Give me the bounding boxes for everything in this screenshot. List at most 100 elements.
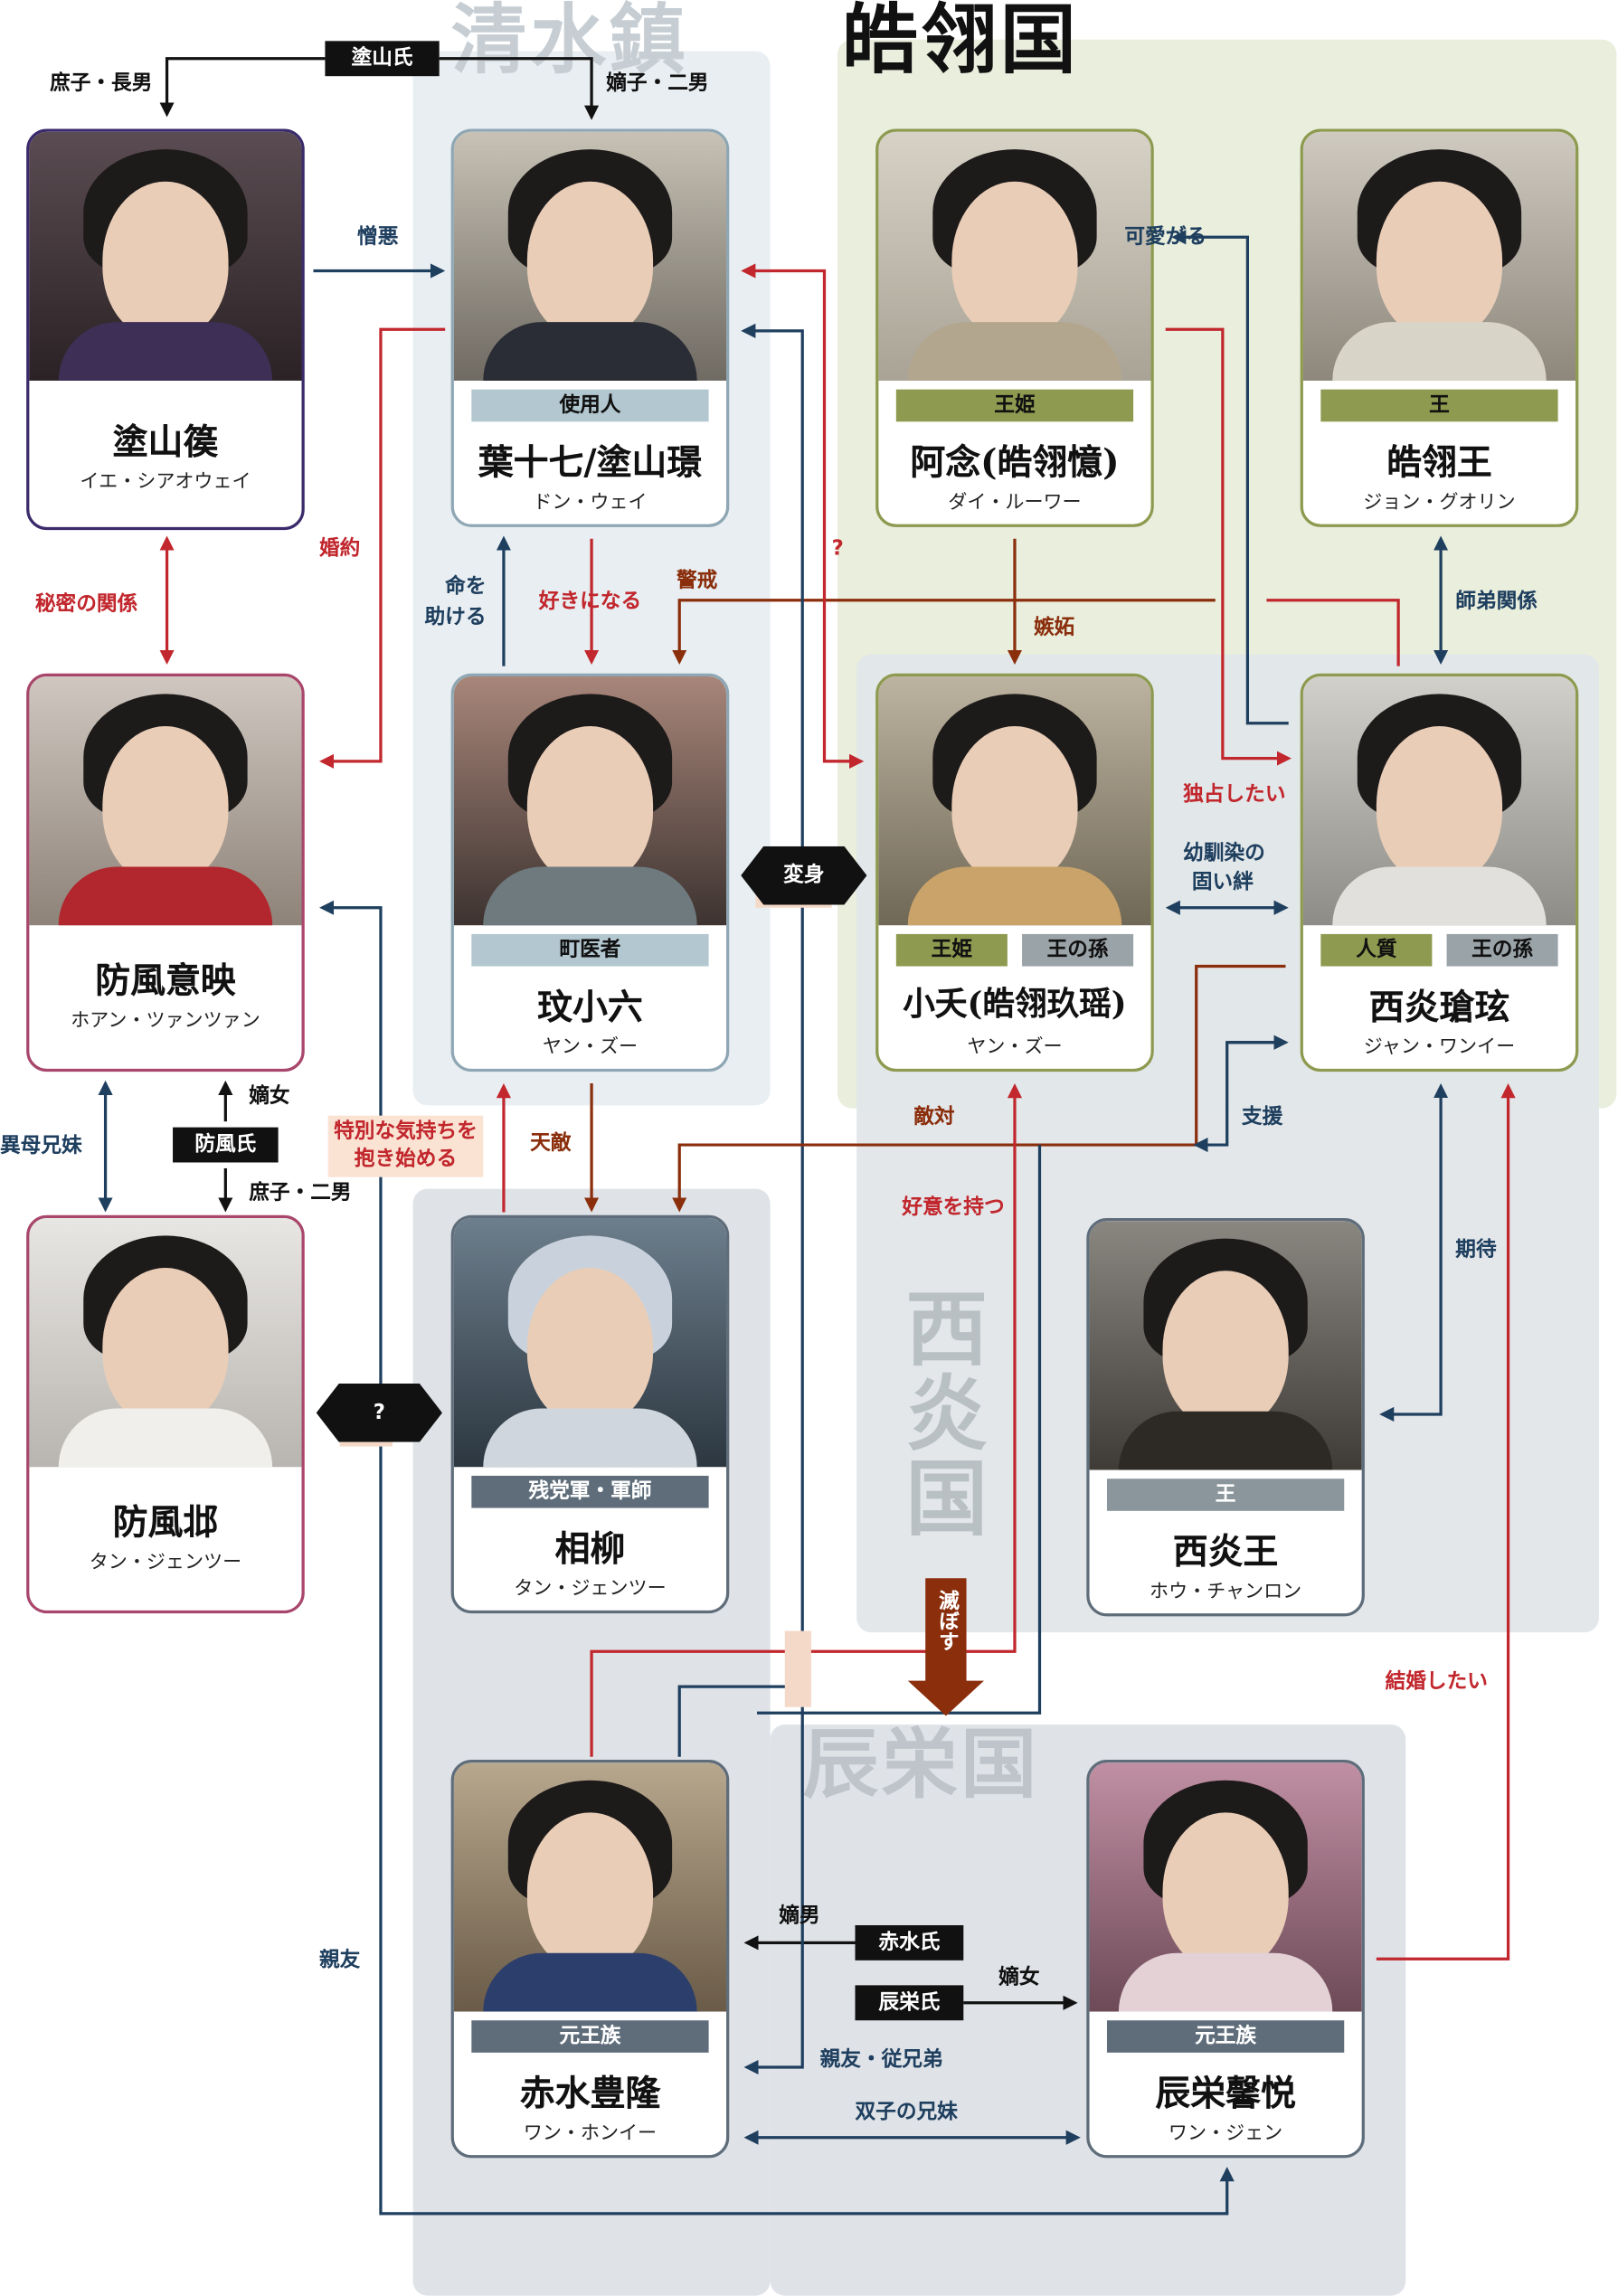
portrait <box>29 131 302 381</box>
person-name: 辰栄馨悦 <box>1155 2071 1296 2114</box>
clan-tozan: 塗山氏 <box>325 41 440 77</box>
label-ibo: 異母兄妹 <box>0 1134 82 1158</box>
person-reading: ジャン・ワンイー <box>1363 1036 1516 1059</box>
person-reading: ヤン・ズー <box>967 1036 1063 1059</box>
portrait <box>1302 676 1576 926</box>
person-name: 相柳 <box>554 1526 626 1570</box>
person-reading: ワン・ジェン <box>1168 2122 1283 2145</box>
role-tag: 王の孫 <box>1446 933 1558 967</box>
card-koushououou: 王 皓翎王 ジョン・グオリン <box>1300 128 1579 527</box>
clan-sekisui: 赤水氏 <box>855 1924 964 1961</box>
label-shinyu: 親友 <box>318 1948 361 1972</box>
portrait <box>1089 1221 1362 1470</box>
label-kitai: 期待 <box>1455 1238 1497 1262</box>
role-tag: 王姫 <box>895 933 1008 967</box>
card-bofuhai: 防風邶 タン・ジェンツー <box>26 1214 305 1614</box>
person-reading: ホアン・ツァンツァン <box>71 1010 260 1033</box>
label-tokubetsu-2: 抱き始める <box>354 1148 458 1172</box>
card-saienshogen: 人質 王の孫 西炎瑲玹 ジャン・ワンイー <box>1300 673 1579 1072</box>
person-reading: タン・ジェンツー <box>89 1552 242 1574</box>
label-koui: 好意を持つ <box>902 1195 1005 1220</box>
transform-badge: 変身 <box>741 846 867 905</box>
person-reading: ワン・ホンイー <box>523 2122 658 2145</box>
role-tag: 元王族 <box>471 2020 709 2053</box>
person-name: 西炎瑲玹 <box>1368 985 1510 1028</box>
role-tag: 王姫 <box>895 389 1134 422</box>
person-name: 阿念(皓翎憶) <box>910 440 1120 484</box>
clan-shinei: 辰栄氏 <box>855 1985 964 2021</box>
label-shoshi-jinan: 庶子・二男 <box>249 1181 352 1205</box>
person-name: 西炎王 <box>1172 1529 1279 1573</box>
destroy-label: 滅ぼす <box>935 1590 960 1652</box>
card-bofuieiei: 防風意映 ホアン・ツァンツァン <box>26 673 305 1072</box>
label-shitei: 師弟関係 <box>1455 590 1538 614</box>
person-name: 防風邶 <box>112 1500 219 1544</box>
card-yo: 使用人 葉十七/塗山璟 ドン・ウェイ <box>450 128 730 527</box>
person-reading: タン・ジェンツー <box>514 1578 667 1601</box>
portrait <box>453 676 727 926</box>
portrait <box>1302 131 1576 381</box>
label-konyaku: 婚約 <box>318 537 361 562</box>
label-shitto: 嫉妬 <box>1034 616 1075 640</box>
label-tekitai: 敵対 <box>913 1105 955 1129</box>
label-zouo: 憎悪 <box>357 225 399 250</box>
label-question: ? <box>831 537 844 562</box>
label-kawaigaru: 可愛がる <box>1124 225 1207 250</box>
label-shoshi-chounan: 庶子・長男 <box>50 71 153 96</box>
role-tag: 残党軍・軍師 <box>471 1475 709 1508</box>
label-chakujo: 嫡女 <box>249 1084 290 1109</box>
clan-bofu: 防風氏 <box>173 1127 279 1163</box>
card-saienou: 王 西炎王 ホウ・チャンロン <box>1086 1218 1365 1617</box>
person-reading: ジョン・グオリン <box>1363 491 1516 515</box>
role-tag: 元王族 <box>1106 2020 1345 2053</box>
person-reading: ドン・ウェイ <box>533 491 648 515</box>
label-chakushi-jinan: 嫡子・二男 <box>606 71 709 96</box>
label-tokubetsu: 特別な気持ちを 抱き始める <box>327 1115 484 1177</box>
role-tag: 王 <box>1106 1479 1345 1511</box>
label-osananajimi-2: 固い絆 <box>1191 871 1254 895</box>
card-sekisuihouryu: 元王族 赤水豊隆 ワン・ホンイー <box>450 1760 730 2159</box>
card-shineikinetsu: 元王族 辰栄馨悦 ワン・ジェン <box>1086 1760 1365 2159</box>
region-title-koshou: 皓翎国 <box>841 0 1080 85</box>
line-crossing-mark <box>784 1630 811 1707</box>
region-title-shin: 辰栄国 <box>802 1720 1040 1810</box>
card-bunshoroku: 町医者 玟小六 ヤン・ズー <box>450 673 730 1072</box>
role-tag: 使用人 <box>471 389 709 422</box>
portrait <box>453 131 727 381</box>
label-shien: 支援 <box>1241 1105 1283 1129</box>
label-dokusen: 独占したい <box>1183 783 1286 808</box>
label-futago: 双子の兄妹 <box>855 2101 958 2125</box>
label-keikai: 警戒 <box>676 569 718 593</box>
label-inochi-1: 命を <box>445 575 487 600</box>
portrait <box>878 676 1151 926</box>
card-tozanko: 塗山篌 イエ・シアオウェイ <box>26 128 305 531</box>
person-name: 赤水豊隆 <box>519 2071 661 2114</box>
person-reading: ホウ・チャンロン <box>1150 1581 1302 1603</box>
role-tag: 王 <box>1320 389 1558 422</box>
portrait <box>878 131 1151 381</box>
label-tokubetsu-1: 特別な気持ちを <box>334 1120 478 1144</box>
portrait <box>453 1218 727 1468</box>
person-name: 皓翎王 <box>1386 440 1492 484</box>
label-inochi-2: 助ける <box>424 606 487 630</box>
person-reading: ダイ・ルーワー <box>948 491 1082 515</box>
unknown-link-badge: ? <box>316 1383 442 1442</box>
role-tag: 町医者 <box>471 933 709 967</box>
region-title-saien: 西炎国 <box>891 1285 989 1541</box>
label-himitsu: 秘密の関係 <box>34 592 138 617</box>
person-reading: ヤン・ズー <box>542 1036 639 1059</box>
label-chakunan: 嫡男 <box>779 1904 820 1929</box>
portrait <box>29 676 302 926</box>
region-title-seisui: 清水鎮 <box>450 0 688 85</box>
label-kekkon: 結婚したい <box>1385 1670 1488 1695</box>
label-tenteki: 天敵 <box>530 1131 572 1156</box>
label-chakujo-2: 嫡女 <box>998 1966 1040 1990</box>
label-osananajimi-1: 幼馴染の <box>1183 841 1265 865</box>
person-reading: イエ・シアオウェイ <box>80 471 251 494</box>
person-name: 葉十七/塗山璟 <box>478 440 703 484</box>
person-name: 玟小六 <box>537 985 643 1028</box>
portrait <box>29 1218 302 1468</box>
person-name: 防風意映 <box>95 959 236 1002</box>
